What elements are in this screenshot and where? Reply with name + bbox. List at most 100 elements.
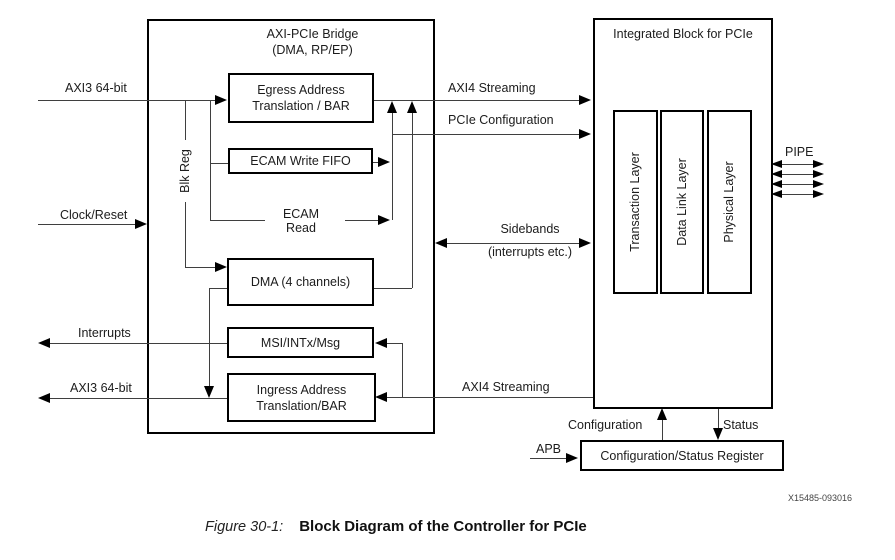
dma-drop-line	[209, 288, 210, 386]
figure-caption: Figure 30-1: Block Diagram of the Contro…	[205, 518, 587, 535]
axi4-top-label: AXI4 Streaming	[448, 81, 536, 95]
sidebands-line	[447, 243, 579, 244]
axi4-bottom-line	[387, 397, 593, 398]
configuration-arrowhead-icon	[657, 408, 667, 420]
axi4-bottom-label: AXI4 Streaming	[462, 380, 550, 394]
pcie-config-line	[392, 134, 579, 135]
pcie-config-arrowhead-icon	[579, 129, 591, 139]
status-label: Status	[723, 418, 759, 432]
pipe-left-arrowhead-3-icon	[771, 180, 782, 188]
physical-layer-label: Physical Layer	[722, 161, 736, 243]
status-arrowhead-icon	[713, 428, 723, 440]
blk-reg-line-lower	[185, 202, 186, 267]
pipe-label: PIPE	[785, 145, 814, 159]
msi-intx-msg-box: MSI/INTx/Msg	[227, 327, 374, 358]
ingress-translation-box: Ingress Address Translation/BAR	[227, 373, 376, 422]
interrupts-line	[50, 343, 227, 344]
data-link-layer-box	[660, 110, 704, 294]
ingress-label-line1: Ingress Address	[256, 382, 347, 397]
pipe-right-arrowhead-1-icon	[813, 160, 824, 168]
blk-reg-to-dma-line	[185, 267, 215, 268]
pcie-config-label: PCIe Configuration	[448, 113, 554, 127]
ecam-riser-line	[392, 112, 393, 220]
axi4-top-arrowhead-icon	[579, 95, 591, 105]
egress-label-line1: Egress Address	[257, 83, 345, 97]
bridge-title-line2: (DMA, RP/EP)	[272, 43, 353, 58]
fifo-input-line	[210, 163, 228, 164]
msi-branch-line	[387, 343, 402, 344]
ecam-riser-arrowhead-icon	[387, 101, 397, 113]
pipe-right-arrowhead-4-icon	[813, 190, 824, 198]
clock-reset-line	[38, 224, 135, 225]
configuration-line	[662, 413, 663, 440]
pipe-line-2	[782, 174, 813, 175]
apb-arrowhead-icon	[566, 453, 578, 463]
integrated-block-title: Integrated Block for PCIe	[613, 27, 753, 41]
blk-reg-to-dma-arrowhead-icon	[215, 262, 227, 272]
pipe-line-1	[782, 164, 813, 165]
bridge-title: AXI-PCIe Bridge (DMA, RP/EP)	[230, 26, 395, 59]
axi3-in-label: AXI3 64-bit	[65, 81, 127, 95]
msi-label: MSI/INTx/Msg	[260, 335, 341, 350]
sidebands-label2: (interrupts etc.)	[470, 245, 590, 259]
interrupts-label: Interrupts	[78, 326, 131, 340]
transaction-layer-box	[613, 110, 658, 294]
dma-riser-arrowhead-icon	[407, 101, 417, 113]
msi-branch-riser-line	[402, 343, 403, 397]
physical-layer-box	[707, 110, 752, 294]
transaction-layer-label: Transaction Layer	[628, 152, 642, 252]
ecam-write-fifo-label: ECAM Write FIFO	[250, 154, 351, 168]
ecam-read-label-line2: Read	[286, 221, 316, 235]
pipe-right-arrowhead-2-icon	[813, 170, 824, 178]
status-line	[718, 409, 719, 428]
pipe-left-arrowhead-4-icon	[771, 190, 782, 198]
figure-caption-label: Figure 30-1:	[205, 519, 284, 535]
dma-label: DMA (4 channels)	[250, 275, 351, 289]
clock-reset-arrowhead-icon	[135, 219, 147, 229]
msi-branch-arrowhead-icon	[375, 338, 387, 348]
axi3-out-arrowhead-icon	[38, 393, 50, 403]
ingress-label-line2: Translation/BAR	[256, 398, 347, 413]
egress-label-line2: Translation / BAR	[252, 99, 350, 113]
config-status-register-label: Configuration/Status Register	[600, 448, 764, 463]
bridge-title-line1: AXI-PCIe Bridge	[266, 27, 359, 41]
ecam-read-arrowhead-icon	[378, 215, 390, 225]
fifo-output-line	[373, 162, 378, 163]
axi4-bottom-arrowhead-icon	[375, 392, 387, 402]
configuration-label: Configuration	[568, 418, 643, 432]
ecam-read-line-left	[210, 220, 265, 221]
axi3-out-label: AXI3 64-bit	[70, 381, 132, 395]
axi3-in-line	[38, 100, 215, 101]
apb-label: APB	[536, 442, 562, 456]
sidebands-label: Sidebands	[470, 222, 590, 236]
blk-reg-label: Blk Reg	[178, 149, 192, 193]
sidebands-label-line2: (interrupts etc.)	[487, 245, 573, 259]
ecam-branch-line	[210, 100, 211, 220]
apb-line	[530, 458, 566, 459]
fifo-output-arrowhead-icon	[378, 157, 390, 167]
ecam-write-fifo-box: ECAM Write FIFO	[228, 148, 373, 174]
ecam-read-label: ECAM Read	[271, 207, 331, 235]
interrupts-arrowhead-icon	[38, 338, 50, 348]
axi3-in-arrowhead-icon	[215, 95, 227, 105]
axi4-top-line	[374, 100, 579, 101]
dma-left-out-line	[209, 288, 227, 289]
clock-reset-label: Clock/Reset	[60, 208, 128, 222]
data-link-layer-label: Data Link Layer	[675, 158, 689, 246]
dma-right-out-line	[374, 288, 412, 289]
dma-riser-line	[412, 112, 413, 288]
dma-box: DMA (4 channels)	[227, 258, 374, 306]
sidebands-right-arrowhead-icon	[579, 238, 591, 248]
pipe-right-arrowhead-3-icon	[813, 180, 824, 188]
pipe-left-arrowhead-2-icon	[771, 170, 782, 178]
blk-reg-line-upper	[185, 100, 186, 140]
figure-caption-title: Block Diagram of the Controller for PCIe	[299, 518, 587, 535]
sidebands-label-line1: Sidebands	[500, 222, 560, 236]
ecam-read-line-right	[345, 220, 378, 221]
egress-translation-box: Egress Address Translation / BAR	[228, 73, 374, 123]
image-number-watermark: X15485-093016	[788, 493, 853, 503]
pipe-left-arrowhead-1-icon	[771, 160, 782, 168]
config-status-register-box: Configuration/Status Register	[580, 440, 784, 471]
axi3-out-line	[50, 398, 227, 399]
